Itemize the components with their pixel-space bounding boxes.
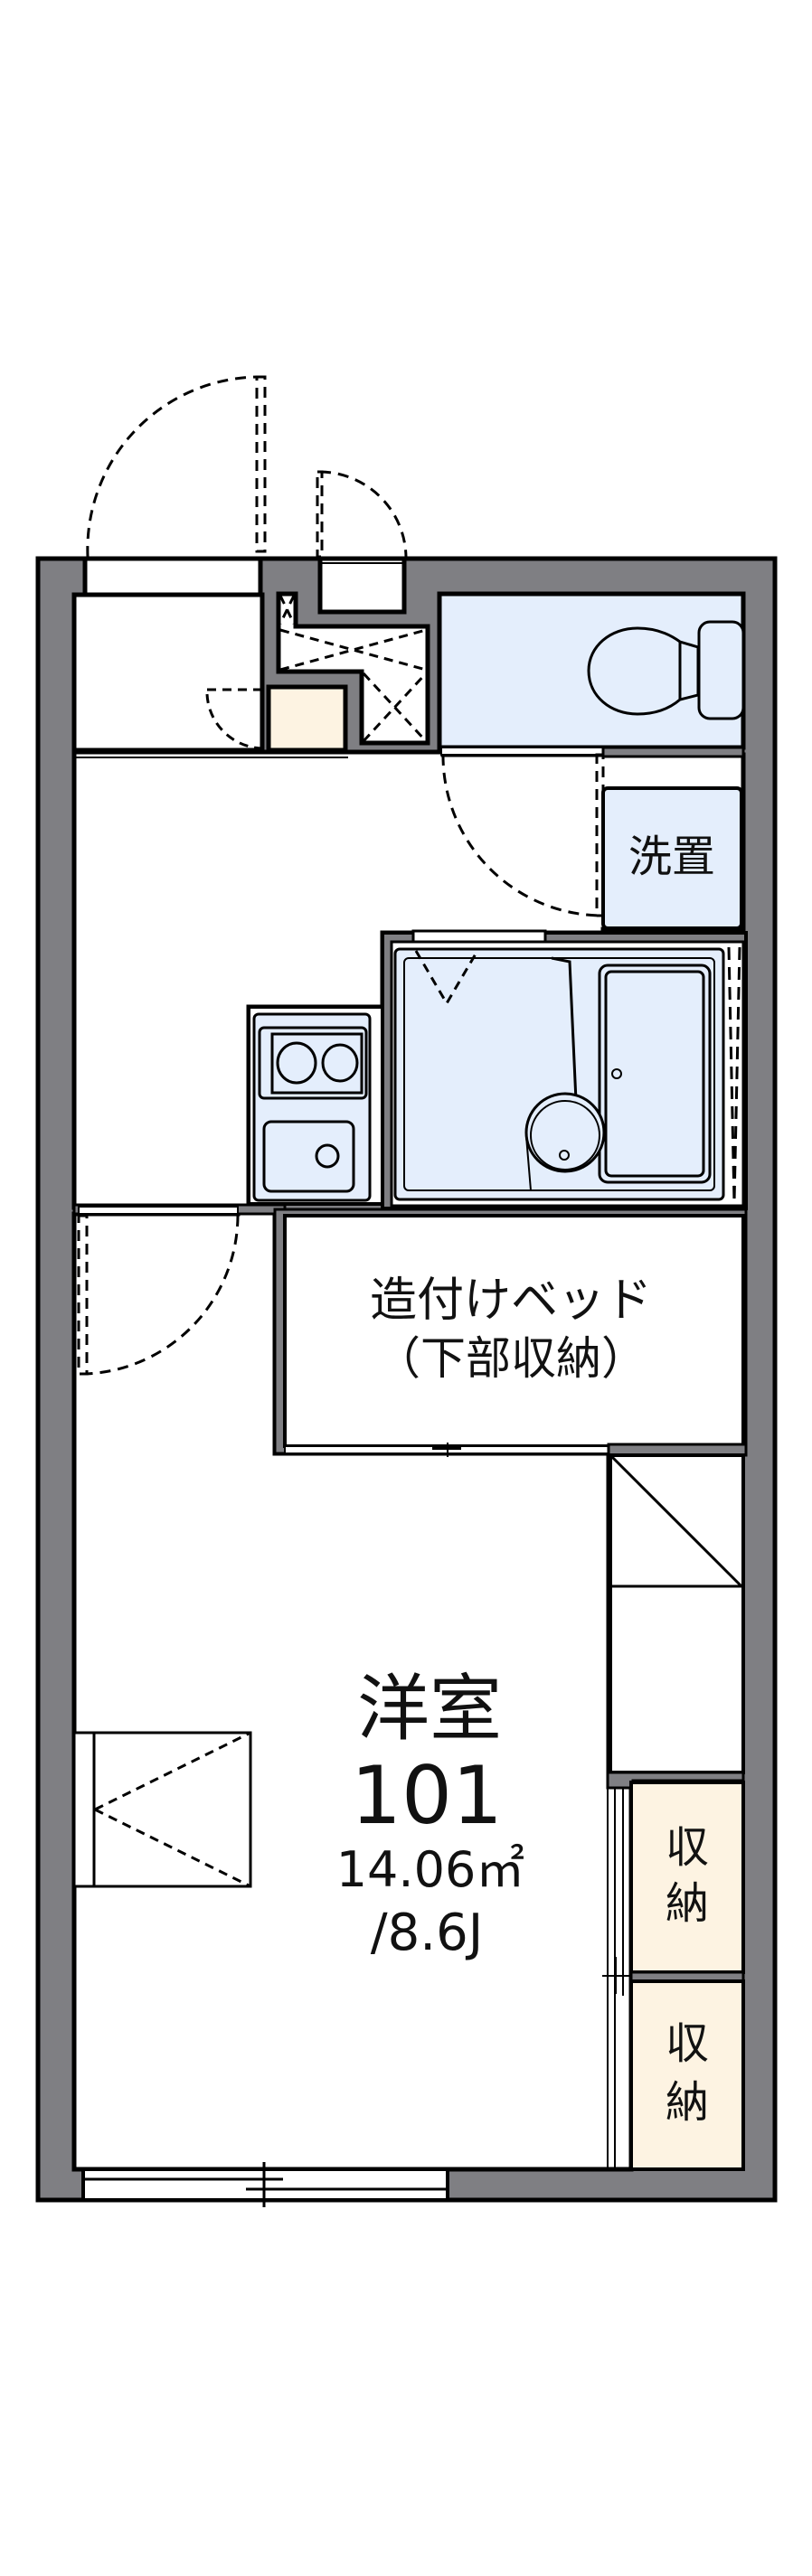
washer-space-label: 洗置 — [628, 832, 715, 882]
closet-2-label-top: 収 — [666, 2018, 709, 2069]
sink-icon — [262, 1120, 355, 1193]
kitchen-room-wall — [72, 1203, 287, 1216]
closet-1-label-top: 収 — [666, 1822, 709, 1873]
toilet-room — [437, 591, 746, 756]
toilet-icon — [587, 620, 745, 720]
partition-wall — [601, 746, 745, 758]
bed-label-line2: （下部収納） — [375, 1332, 647, 1385]
closet-2-label-bottom: 納 — [666, 2077, 709, 2128]
pipe-space — [276, 591, 430, 746]
hall-door[interactable] — [205, 688, 265, 750]
washer-space: 洗置 — [601, 786, 743, 930]
room-area: 14.06㎡ — [336, 1841, 525, 1898]
top-window-notch — [317, 556, 407, 615]
built-in-bed: 造付けベッド （下部収納） — [273, 1208, 748, 1457]
stair-box — [606, 1443, 748, 1790]
room-size-jo: /8.6J — [371, 1904, 483, 1962]
washbasin-icon — [524, 1092, 606, 1173]
toilet-door[interactable] — [441, 753, 605, 917]
closet-1[interactable] — [629, 1781, 745, 1974]
closet-2[interactable] — [629, 1979, 745, 2171]
kitchen-counter — [247, 1005, 384, 1206]
closets: 収 納 収 納 — [602, 1781, 745, 2171]
room-door[interactable] — [77, 1214, 240, 1376]
service-door[interactable] — [316, 470, 408, 559]
bed-label-line1: 造付けベッド — [370, 1274, 652, 1328]
unit-number: 101 — [351, 1749, 503, 1842]
stove-icon — [258, 1026, 368, 1100]
closet-1-label-bottom: 納 — [666, 1878, 709, 1929]
main-room-label: 洋室 — [357, 1667, 502, 1751]
bathroom — [381, 929, 748, 1210]
entrance-door[interactable] — [86, 375, 267, 558]
shoe-cabinet — [266, 684, 348, 753]
air-conditioner-unit — [72, 1731, 252, 1888]
main-room-labels: 洋室 101 14.06㎡ /8.6J — [336, 1667, 525, 1962]
balcony-window[interactable] — [81, 2162, 449, 2207]
